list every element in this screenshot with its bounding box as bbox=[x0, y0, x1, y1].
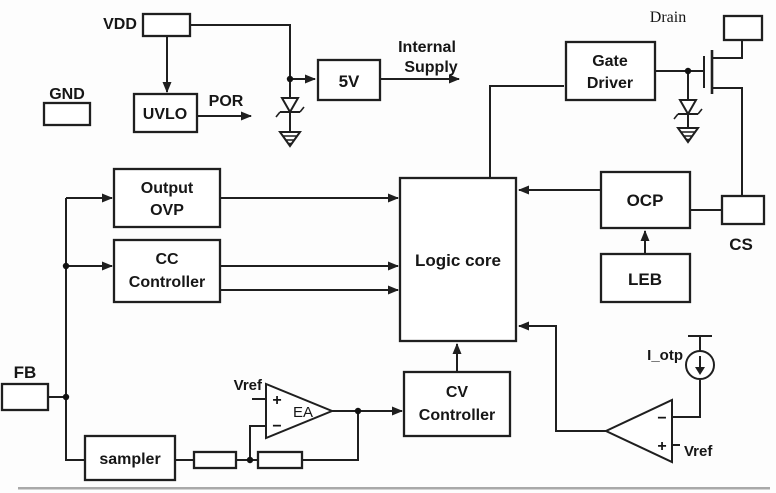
por-label: POR bbox=[209, 93, 244, 110]
vref-ea-label: Vref bbox=[234, 377, 263, 394]
power-mosfet-symbol bbox=[703, 50, 714, 94]
cc-controller-label-line2: Controller bbox=[129, 274, 205, 291]
wire-res2-to-feedback bbox=[302, 411, 359, 461]
output-ovp-label-line2: OVP bbox=[150, 202, 184, 219]
junction-dot-fb-cc bbox=[62, 262, 70, 270]
five-v-label: 5V bbox=[339, 72, 360, 91]
cmp-minus-sign: − bbox=[657, 410, 666, 427]
error-amplifier-triangle bbox=[265, 382, 335, 440]
ocp-block bbox=[599, 170, 692, 230]
cs-label: CS bbox=[729, 235, 753, 254]
ground-symbol-vdd-clamp bbox=[278, 131, 302, 148]
junction-dot-ea-input bbox=[246, 456, 254, 464]
zener-diode-gate-clamp bbox=[673, 99, 703, 128]
junction-dot-ea-output bbox=[354, 407, 362, 415]
cc-controller-label-line1: CC bbox=[155, 251, 179, 268]
output-ovp-block bbox=[112, 167, 222, 229]
cv-controller-label-line2: Controller bbox=[419, 407, 495, 424]
junction-dot-fb-pin bbox=[62, 393, 70, 401]
gate-driver-label-line2: Driver bbox=[587, 75, 633, 92]
wire-current-source-to-cmp-minus bbox=[672, 380, 701, 418]
zener-diode-vdd-clamp bbox=[275, 97, 305, 132]
vref-cmp-label: Vref bbox=[684, 443, 713, 460]
leb-label: LEB bbox=[628, 270, 662, 289]
cs-pin-box bbox=[720, 194, 766, 226]
drain-label: Drain bbox=[650, 9, 686, 26]
uvlo-label: UVLO bbox=[143, 106, 187, 123]
uvlo-block bbox=[132, 92, 199, 134]
leb-block bbox=[599, 252, 692, 304]
fb-pin-box bbox=[0, 382, 50, 412]
ocp-label: OCP bbox=[627, 191, 664, 210]
gate-driver-label-line1: Gate bbox=[592, 53, 628, 70]
otp-comparator-triangle bbox=[603, 398, 673, 464]
wire-drain-lead bbox=[713, 40, 743, 59]
logic-core-block bbox=[398, 176, 518, 343]
wire-comparator-to-logic bbox=[518, 321, 606, 432]
wire-source-to-cs bbox=[713, 87, 743, 195]
resistor-box-2 bbox=[256, 450, 304, 470]
scan-artifact-line bbox=[18, 487, 770, 490]
current-source-symbol bbox=[685, 350, 715, 380]
wire-vdd-rail bbox=[190, 24, 291, 98]
i-otp-label: I_otp bbox=[647, 347, 683, 364]
output-ovp-label-line1: Output bbox=[141, 180, 194, 197]
gnd-pin-box bbox=[42, 101, 92, 127]
five-v-regulator-block bbox=[316, 58, 382, 102]
cmp-plus-sign: + bbox=[657, 438, 666, 455]
gate-driver-block bbox=[564, 40, 657, 102]
resistor-box-1 bbox=[192, 450, 238, 470]
drain-pin-box bbox=[722, 14, 764, 42]
gnd-label: GND bbox=[49, 86, 85, 103]
sampler-label: sampler bbox=[99, 451, 160, 468]
ea-plus-sign: + bbox=[272, 392, 281, 409]
cc-controller-block bbox=[112, 238, 222, 304]
vdd-pin-box bbox=[141, 12, 192, 38]
sampler-block bbox=[83, 434, 177, 482]
internal-supply-label-line2: Supply bbox=[404, 59, 457, 76]
fb-label: FB bbox=[14, 363, 37, 382]
ea-label: EA bbox=[293, 404, 313, 421]
wire-logic-to-gate-driver bbox=[489, 85, 564, 178]
ground-symbol-gate-clamp bbox=[676, 127, 700, 144]
wire-fb-bus bbox=[65, 198, 85, 461]
junction-dot-5v-branch bbox=[286, 75, 294, 83]
cv-controller-label-line1: CV bbox=[446, 384, 469, 401]
vdd-label: VDD bbox=[103, 16, 137, 33]
internal-supply-label-line1: Internal bbox=[398, 39, 456, 56]
junction-dot-gate-node bbox=[684, 67, 692, 75]
logic-core-label: Logic core bbox=[415, 251, 501, 270]
wire-node-to-ea-minus bbox=[249, 425, 265, 460]
cv-controller-block bbox=[402, 370, 512, 438]
ea-minus-sign: − bbox=[272, 418, 281, 435]
